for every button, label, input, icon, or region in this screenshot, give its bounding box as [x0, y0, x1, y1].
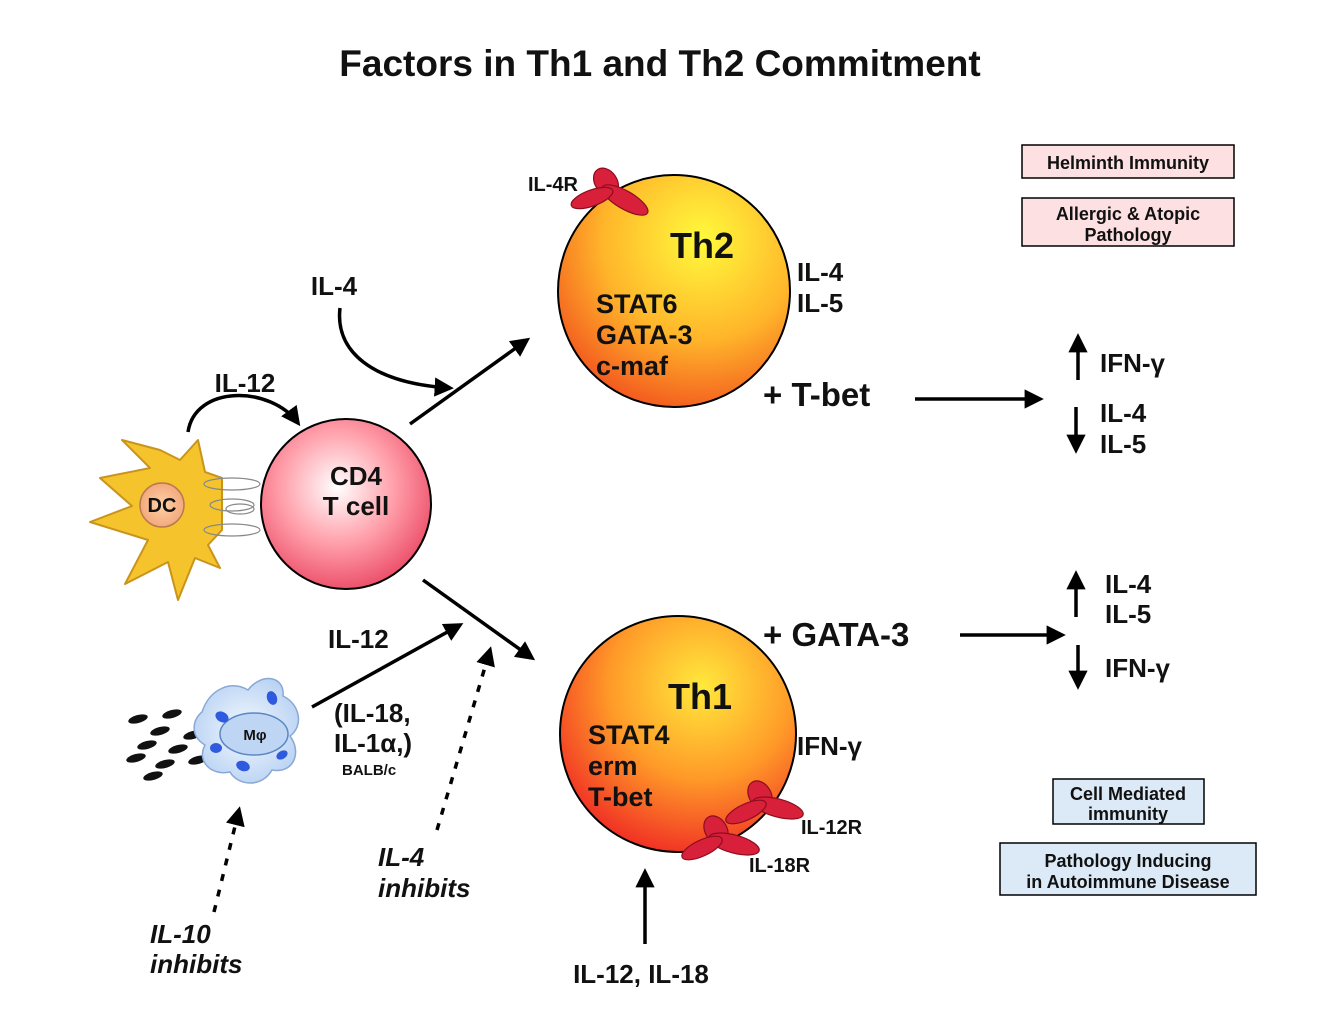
- gata3-up-cytokine: IL-4: [1105, 569, 1152, 599]
- t-cell-label: T cell: [323, 491, 389, 521]
- gata3-switch-label: + GATA-3: [763, 616, 909, 653]
- svg-text:Pathology Inducing: Pathology Inducing: [1045, 851, 1212, 871]
- th1-factor: STAT4: [588, 720, 670, 750]
- gata3-up-cytokine: IL-5: [1105, 599, 1151, 629]
- th2-outcome-box-2: Allergic & Atopic Pathology: [1021, 197, 1235, 247]
- tbet-down-cytokine: IL-4: [1100, 398, 1147, 428]
- cd4-t-cell: CD4 T cell: [260, 418, 432, 590]
- macrophage-granules: [210, 691, 288, 772]
- il12r-receptor: [725, 780, 804, 825]
- cd4-label: CD4: [330, 461, 383, 491]
- th2-cytokine: IL-5: [797, 288, 843, 318]
- mac-cofactor-2: IL-1α,): [334, 728, 412, 758]
- cd4-to-th1-arrow: [421, 578, 536, 661]
- th2-cytokine: IL-4: [797, 257, 844, 287]
- th1-factor: T-bet: [588, 782, 653, 812]
- il18r-receptor: [681, 815, 760, 861]
- il4r-label: IL-4R: [528, 174, 579, 196]
- th2-cell: Th2 STAT6 GATA-3 c-maf: [557, 174, 791, 408]
- svg-text:immunity: immunity: [1088, 804, 1168, 824]
- th2-outcome-box-1: Helminth Immunity: [1021, 144, 1235, 179]
- il4-inhibits-line2: inhibits: [378, 873, 470, 903]
- il10-inhibits-line1: IL-10: [150, 919, 211, 949]
- il18r-label: IL-18R: [749, 855, 811, 877]
- dc-label: DC: [148, 495, 177, 517]
- th2-factor: GATA-3: [596, 320, 693, 350]
- svg-text:Allergic & Atopic: Allergic & Atopic: [1056, 204, 1200, 224]
- tbet-up-cytokine: IFN-γ: [1100, 348, 1166, 378]
- immune-synapse: [203, 477, 261, 537]
- cd4-to-th2-arrow: [408, 337, 531, 426]
- il12r-label: IL-12R: [801, 817, 863, 839]
- macrophage: Mφ: [193, 677, 300, 784]
- mac-il12-arrow: [311, 623, 464, 709]
- th2-label: Th2: [670, 225, 734, 266]
- mac-cofactor-1: (IL-18,: [334, 698, 411, 728]
- tbet-switch-label: + T-bet: [763, 376, 870, 413]
- macrophage-nucleus: [219, 712, 289, 756]
- th1-cytokine: IFN-γ: [797, 731, 863, 761]
- svg-text:Pathology: Pathology: [1084, 225, 1171, 245]
- dendritic-cell: DC: [89, 439, 223, 601]
- macrophage-label: Mφ: [243, 727, 266, 744]
- diagram-title: Factors in Th1 and Th2 Commitment: [339, 43, 980, 84]
- il12-dc-label: IL-12: [215, 368, 276, 398]
- il4-inhibits-line1: IL-4: [378, 842, 425, 872]
- il12-mac-label: IL-12: [328, 624, 389, 654]
- il10-inhibits-arrow: [212, 806, 245, 913]
- th1-outcome-box-1: Cell Mediated immunity: [1052, 778, 1205, 825]
- il12-il18-input-label: IL-12, IL-18: [573, 959, 709, 989]
- il4-input-label: IL-4: [311, 271, 358, 301]
- th1-outcome-box-2: Pathology Inducing in Autoimmune Disease: [999, 842, 1257, 896]
- th1-factor: erm: [588, 751, 638, 781]
- svg-text:in Autoimmune Disease: in Autoimmune Disease: [1026, 872, 1229, 892]
- th2-factor: STAT6: [596, 289, 678, 319]
- gata3-down-cytokine: IFN-γ: [1105, 653, 1171, 683]
- il4r-receptor: [570, 167, 649, 216]
- tbet-down-cytokine: IL-5: [1100, 429, 1146, 459]
- il10-inhibits-line2: inhibits: [150, 949, 242, 979]
- th1-label: Th1: [668, 676, 732, 717]
- dc-il12-arrow: [186, 393, 301, 433]
- svg-text:Cell Mediated: Cell Mediated: [1070, 784, 1186, 804]
- mac-strain-label: BALB/c: [342, 762, 396, 779]
- dc-nucleus: [139, 482, 185, 528]
- th1-cell: Th1 STAT4 erm T-bet: [559, 615, 797, 853]
- th2-factor: c-maf: [596, 351, 669, 381]
- il4-input-arrow: [337, 307, 454, 397]
- il4-inhibits-arrow: [435, 646, 495, 831]
- svg-text:Helminth Immunity: Helminth Immunity: [1047, 153, 1209, 173]
